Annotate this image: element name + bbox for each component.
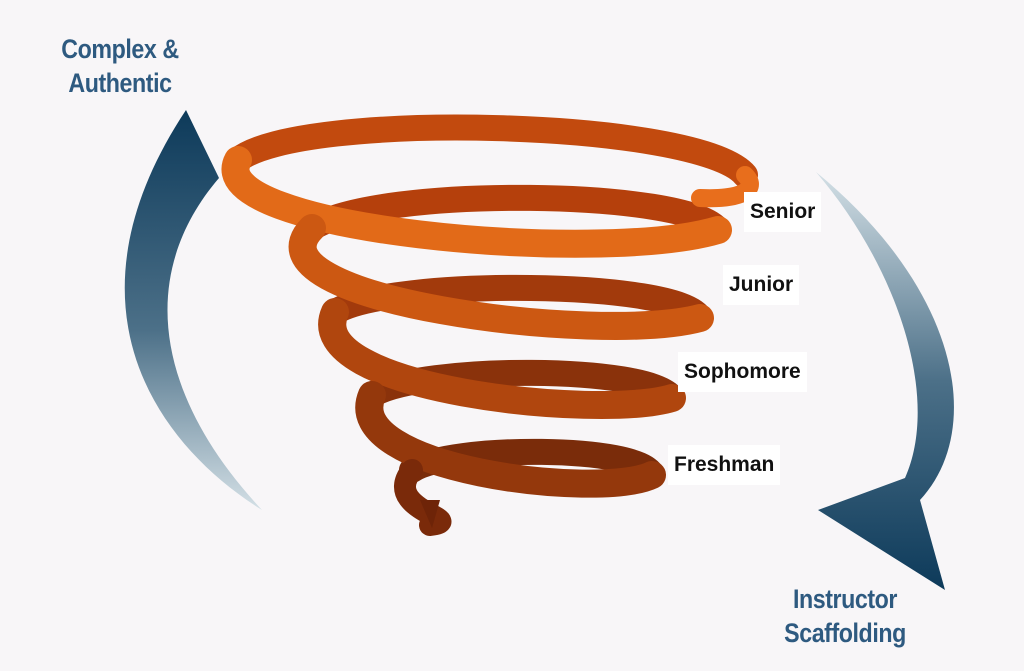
level-freshman: Freshman [668, 445, 781, 485]
spiral-tail [420, 500, 440, 528]
instructor-scaffolding-line-2: Scaffolding [784, 618, 906, 648]
level-sophomore: Sophomore [678, 352, 807, 392]
spiral-front [221, 146, 759, 536]
complex-authentic-line-2: Authentic [68, 68, 172, 98]
complex-authentic-label: Complex & Authentic [51, 32, 189, 100]
spiral-back [225, 114, 758, 488]
complex-authentic-line-1: Complex & [61, 34, 179, 64]
level-junior: Junior [723, 265, 800, 305]
right-curved-arrow [816, 172, 954, 590]
instructor-scaffolding-line-1: Instructor [792, 584, 898, 614]
left-curved-arrow [124, 110, 262, 510]
level-senior: Senior [744, 192, 822, 232]
instructor-scaffolding-label: Instructor Scaffolding [772, 582, 918, 650]
